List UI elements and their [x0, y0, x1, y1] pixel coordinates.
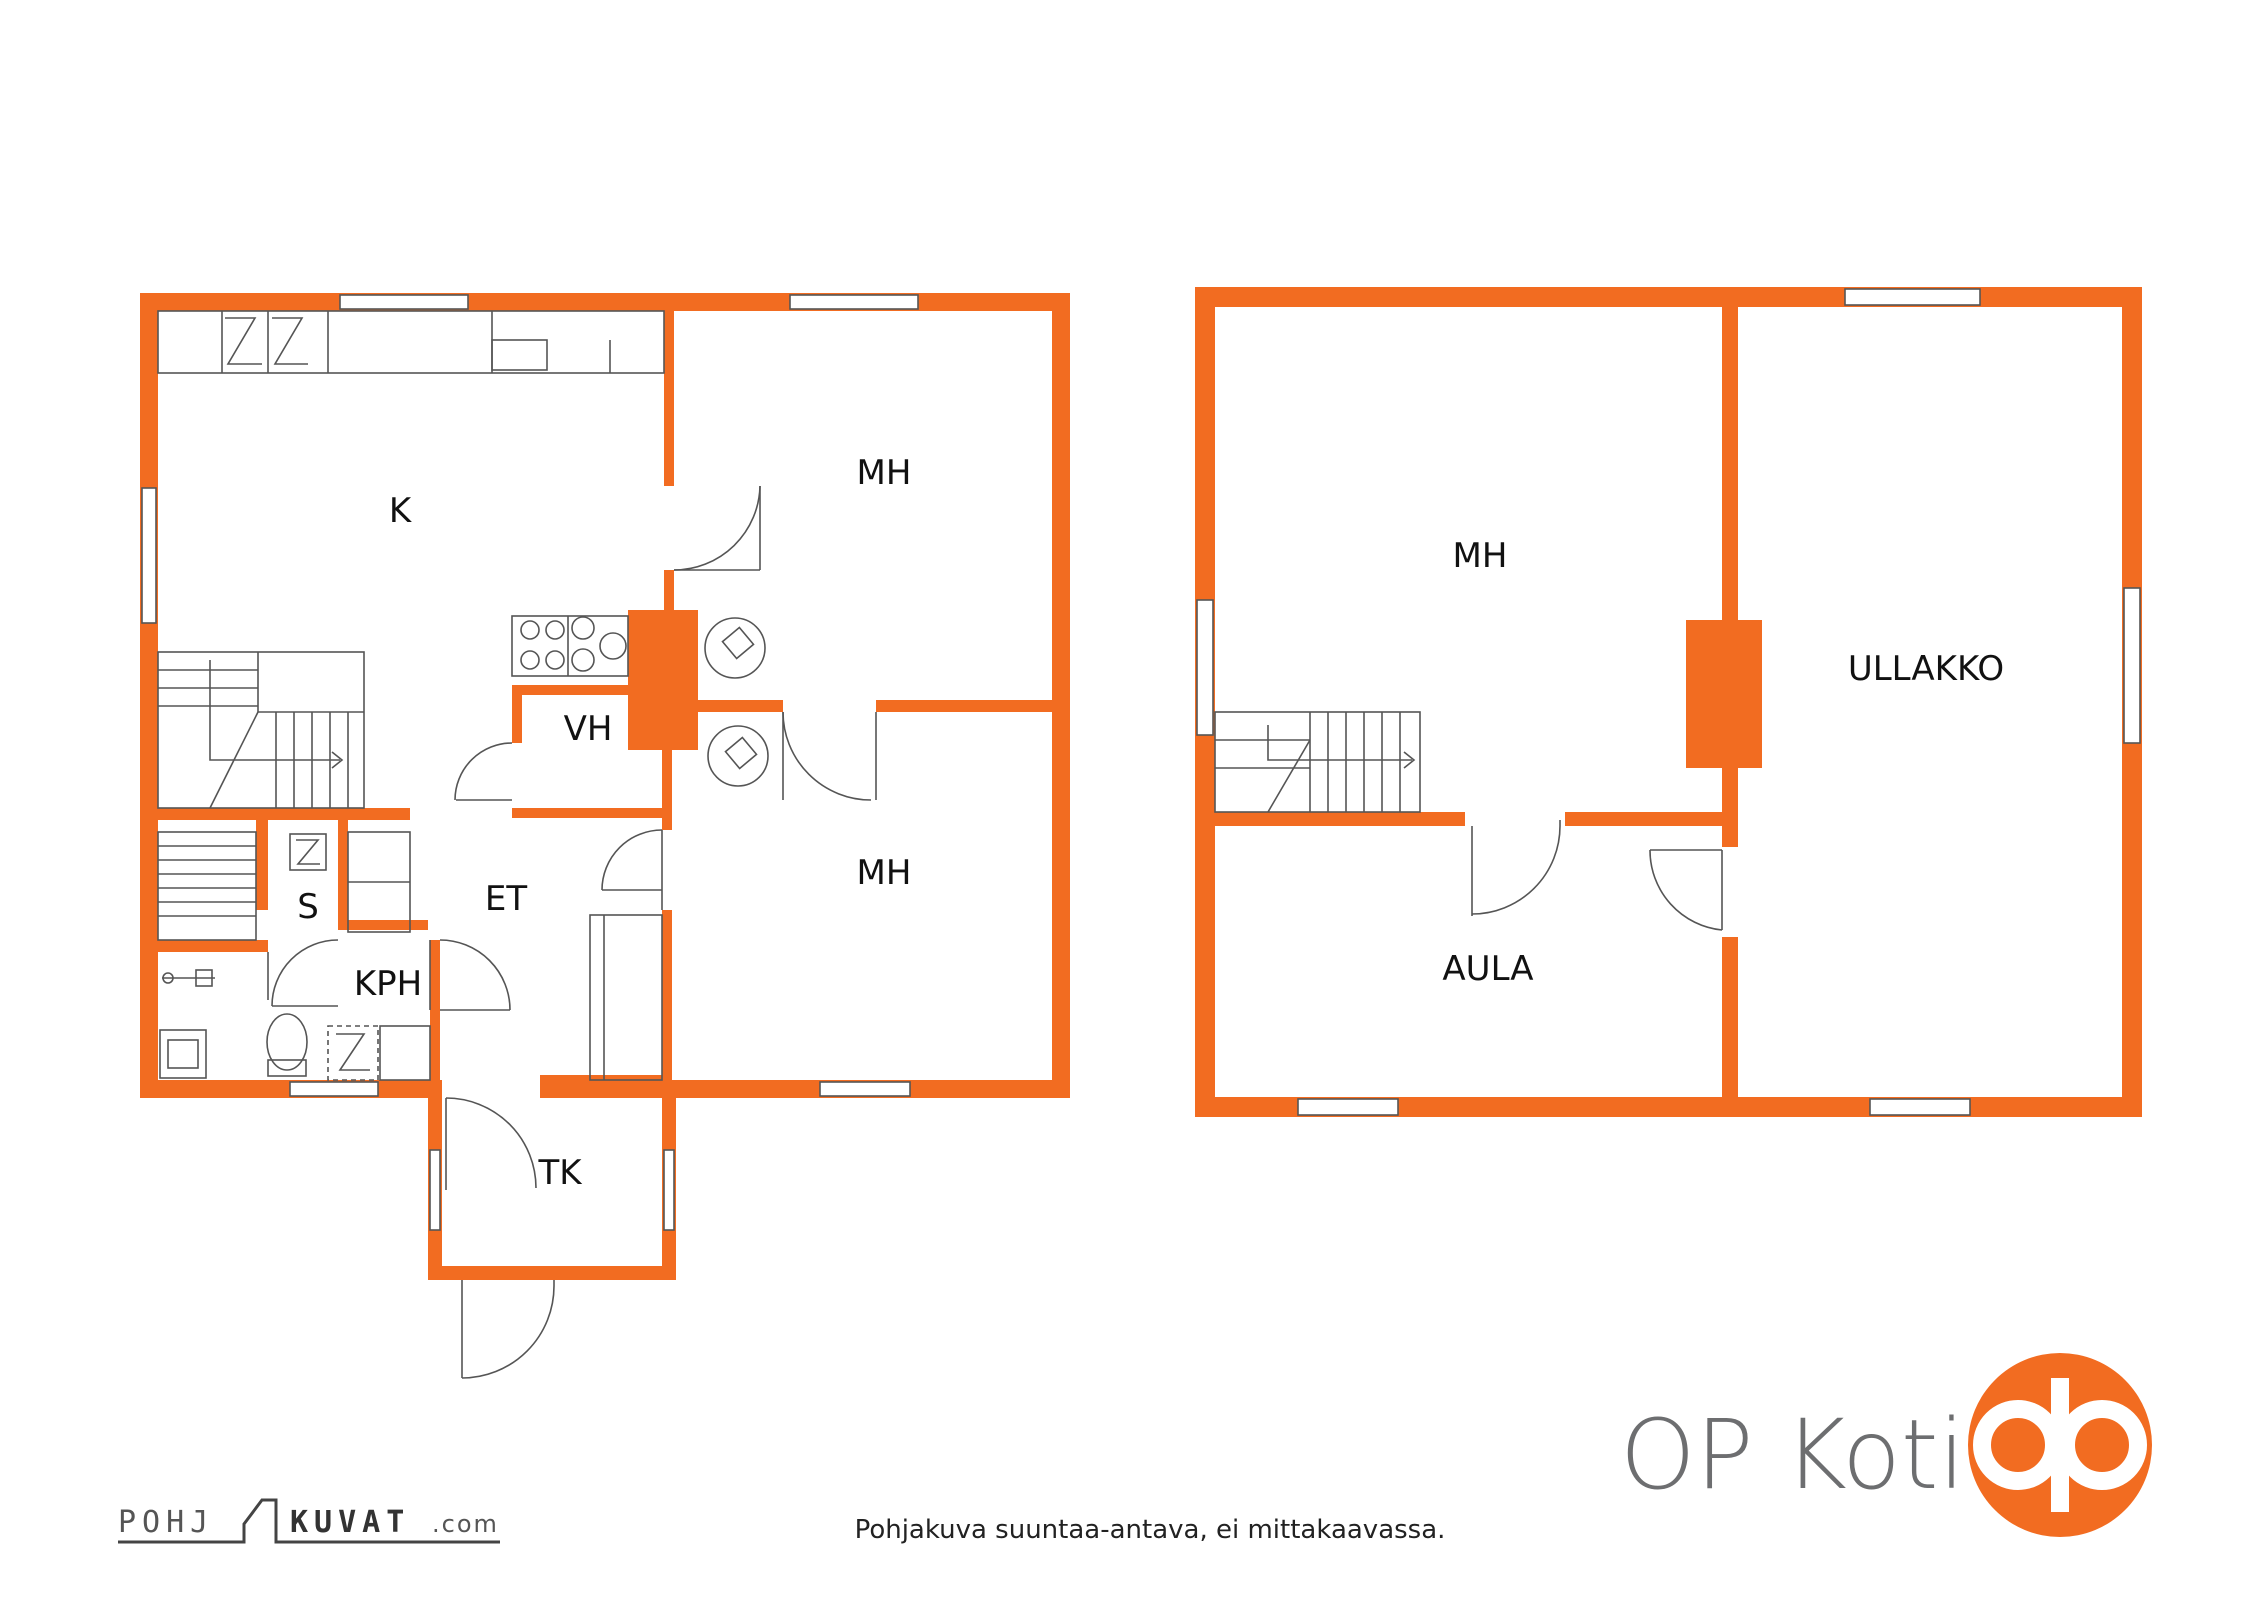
room-label-bedroom-top: MH: [857, 453, 912, 493]
wall-upper-mh-right: [1565, 812, 1722, 826]
stairs-upper: [1214, 711, 1421, 813]
room-label-kitchen: K: [389, 491, 413, 531]
wall-kitchen-sauna: [158, 808, 410, 820]
room-label-bathroom: KPH: [354, 964, 422, 1004]
hall-storage: [347, 831, 663, 1081]
wall-bath-right: [430, 940, 440, 1080]
wall-kitchen-bedroom: [664, 311, 674, 486]
fireplaces: [704, 617, 769, 787]
kitchen-counter: [157, 310, 665, 374]
bathroom-fixtures: [159, 969, 431, 1081]
doors-upper: [1471, 820, 1723, 931]
stairs-kitchen: [157, 651, 365, 809]
room-label-porch: TK: [537, 1153, 583, 1193]
wall-sauna-bath: [338, 820, 348, 930]
disclaimer-text: Pohjakuva suuntaa-antava, ei mittakaavas…: [855, 1515, 1446, 1545]
windows-ground: [141, 294, 919, 1231]
room-label-upper-bedroom: MH: [1453, 536, 1508, 576]
wall-vh-left: [512, 685, 522, 743]
wall-upper-top: [1195, 287, 2142, 307]
producer-logo-right: KUVAT: [290, 1505, 410, 1540]
op-logo: [1968, 1353, 2152, 1537]
wall-vh-right: [662, 740, 672, 830]
room-label-hall: ET: [485, 879, 527, 919]
sauna-benches: [157, 831, 327, 941]
wall-bedrooms-right: [876, 700, 1052, 712]
room-label-wardrobe: VH: [564, 709, 613, 749]
wall-vh-bottom: [512, 808, 667, 818]
wall-bedroom-hall: [662, 910, 672, 1080]
wall-vh-top: [512, 685, 628, 695]
room-label-bedroom-bottom: MH: [857, 853, 912, 893]
wall-kitchen-bedroom-2: [664, 570, 674, 610]
room-label-sauna: S: [297, 887, 319, 927]
wall-porch-bottom: [428, 1266, 676, 1280]
windows-upper: [1196, 288, 2141, 1116]
upper-floor-plan: MH ULLAKKO AULA: [1195, 287, 2142, 1117]
producer-logo-left: POHJ: [118, 1505, 214, 1540]
chimney-upper: [1686, 620, 1762, 768]
room-label-attic: ULLAKKO: [1848, 649, 2004, 689]
wall-ground-right: [1052, 293, 1070, 1098]
wall-sauna-right: [256, 820, 268, 910]
stove: [511, 615, 629, 677]
wall-bedrooms-left: [698, 700, 783, 712]
pohjakuvat-logo: POHJ KUVAT .com: [118, 1498, 500, 1544]
wall-ground-left: [140, 293, 158, 1098]
producer-logo-suffix: .com: [432, 1510, 499, 1538]
wall-upper-middle-bottom: [1722, 937, 1738, 1097]
wall-ground-top: [140, 293, 1070, 311]
ground-floor-plan: K MH MH VH S ET KPH TK: [140, 293, 1070, 1379]
wall-wc-top: [338, 920, 428, 930]
brand-name: OP Koti: [1620, 1399, 1965, 1511]
wall-upper-mh-left: [1215, 812, 1465, 826]
room-label-lobby: AULA: [1442, 949, 1533, 989]
doors-ground: [267, 485, 877, 1379]
wall-sauna-bottom: [158, 940, 268, 952]
chimney-ground: [628, 610, 698, 750]
